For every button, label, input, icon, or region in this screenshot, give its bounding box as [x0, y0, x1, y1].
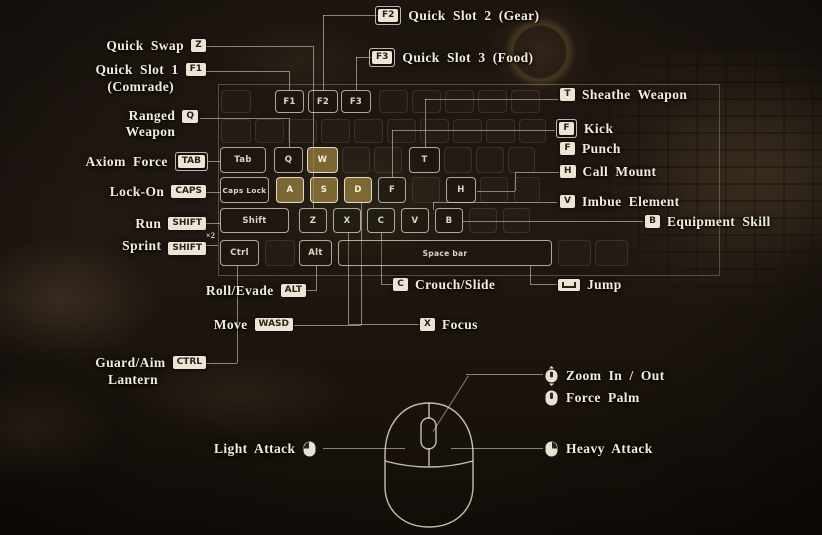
- key-badge: F3: [372, 51, 393, 64]
- binding-label: Equipment Skill: [667, 214, 771, 229]
- binding-label: Light Attack: [214, 441, 296, 457]
- connector-line: [323, 15, 324, 90]
- binding-force-palm: Force Palm: [544, 389, 640, 407]
- binding-label: Call Mount: [582, 164, 657, 179]
- binding-imbue-element: V Imbue Element: [560, 194, 680, 210]
- binding-label: Move: [213, 317, 248, 332]
- key-badge: B: [645, 215, 660, 229]
- binding-label: Axiom Force: [85, 153, 168, 169]
- key-badge: H: [560, 165, 576, 179]
- binding-label: Quick Slot 1: [95, 62, 179, 77]
- key-badge: Z: [191, 39, 206, 53]
- binding-label: Sprint: [122, 238, 162, 254]
- binding-run: Run SHIFT: [26, 216, 206, 232]
- key-badge: CAPS: [171, 185, 206, 199]
- mouse-middle-click-icon: [544, 389, 559, 407]
- binding-zoom-in-out: Zoom In / Out: [544, 366, 665, 386]
- binding-lock-on: Lock-On CAPS: [26, 184, 206, 200]
- binding-label: Run: [135, 216, 162, 231]
- connector-line: [323, 15, 380, 16]
- connector-line: [466, 374, 543, 375]
- double-tap-multiplier: ×2: [205, 230, 215, 240]
- binding-label: Quick Slot 2 (Gear): [408, 7, 540, 23]
- key-badge-hold: F2: [375, 6, 402, 25]
- binding-crouch-slide: C Crouch/Slide: [393, 277, 495, 293]
- key-badge: TAB: [177, 155, 205, 168]
- key-badge-hold: F: [556, 119, 577, 138]
- key-badge: Q: [182, 110, 198, 123]
- binding-sheathe-weapon: T Sheathe Weapon: [560, 87, 687, 103]
- binding-quick-slot-3: F3 Quick Slot 3 (Food): [369, 48, 533, 67]
- binding-equipment-skill: B Equipment Skill: [645, 214, 771, 230]
- binding-quick-slot-1: Quick Slot 1 F1 (Comrade): [26, 62, 206, 94]
- binding-sublabel: (Comrade): [107, 78, 174, 94]
- binding-label: Jump: [587, 277, 622, 292]
- binding-label: Punch: [582, 141, 621, 156]
- mouse-diagram: [384, 402, 474, 528]
- binding-quick-swap: Quick Swap Z: [26, 38, 206, 54]
- connector-line: [348, 324, 419, 325]
- key-badge: X: [420, 318, 435, 332]
- binding-label: Quick Swap: [106, 38, 184, 53]
- binding-sublabel: Lantern: [107, 371, 158, 387]
- binding-punch: F Punch: [560, 141, 621, 157]
- binding-label: Lock-On: [109, 184, 165, 199]
- connector-line: [202, 71, 289, 72]
- mouse-right-click-icon: [544, 440, 559, 458]
- mouse-left-click-icon: [302, 440, 317, 458]
- binding-quick-slot-2: F2 Quick Slot 2 (Gear): [375, 6, 539, 25]
- key-badge: SHIFT: [168, 217, 206, 231]
- binding-heavy-attack: Heavy Attack: [544, 440, 653, 458]
- key-badge: F: [559, 122, 574, 135]
- key-badge: F: [560, 142, 575, 156]
- key-badge: ALT: [280, 284, 306, 298]
- binding-roll-evade: Roll/Evade ALT: [150, 283, 306, 299]
- binding-focus: X Focus: [420, 317, 478, 333]
- binding-label: Focus: [442, 317, 478, 332]
- key-badge: F2: [378, 9, 399, 22]
- key-badge-hold: TAB: [174, 152, 208, 171]
- binding-label: Roll/Evade: [205, 283, 274, 298]
- binding-label: Heavy Attack: [566, 441, 653, 457]
- binding-call-mount: H Call Mount: [560, 164, 656, 180]
- key-badge: SHIFT: [168, 242, 206, 255]
- background-brick-wall: [582, 52, 822, 302]
- spacebar-icon: [558, 278, 580, 291]
- connector-line: [199, 46, 313, 47]
- connector-line: [294, 325, 361, 326]
- binding-label: Kick: [584, 120, 614, 136]
- connector-line: [530, 284, 557, 285]
- binding-kick: F Kick: [556, 119, 613, 138]
- key-badge: CTRL: [172, 356, 206, 370]
- binding-guard-aim-lantern: Guard/Aim CTRL Lantern: [26, 355, 206, 387]
- binding-label: Force Palm: [566, 390, 640, 406]
- binding-label: Imbue Element: [582, 194, 680, 209]
- connector-line: [206, 363, 237, 364]
- key-badge: WASD: [254, 318, 293, 332]
- key-badge-hold: F3: [369, 48, 396, 67]
- binding-sprint: Sprint SHIFT ×2: [26, 230, 215, 255]
- binding-move: Move WASD: [150, 317, 293, 333]
- key-badge: T: [560, 88, 575, 102]
- connector-line: [237, 266, 238, 363]
- binding-label: Sheathe Weapon: [582, 87, 688, 102]
- mouse-wheel-scroll-icon: [544, 366, 559, 386]
- keyboard-panel-border: [218, 84, 720, 276]
- binding-label: Quick Slot 3 (Food): [402, 49, 534, 65]
- binding-label: Crouch/Slide: [415, 277, 496, 292]
- key-badge: V: [560, 195, 575, 209]
- key-badge: F1: [185, 63, 206, 77]
- binding-light-attack: Light Attack: [214, 440, 317, 458]
- key-badge: C: [393, 278, 408, 292]
- binding-jump: Jump: [558, 277, 622, 293]
- binding-label: Guard/Aim: [95, 355, 166, 370]
- connector-line: [305, 290, 317, 291]
- connector-line: [206, 245, 218, 246]
- binding-label: Zoom In / Out: [566, 368, 665, 384]
- binding-axiom-force: Axiom Force TAB: [26, 152, 208, 171]
